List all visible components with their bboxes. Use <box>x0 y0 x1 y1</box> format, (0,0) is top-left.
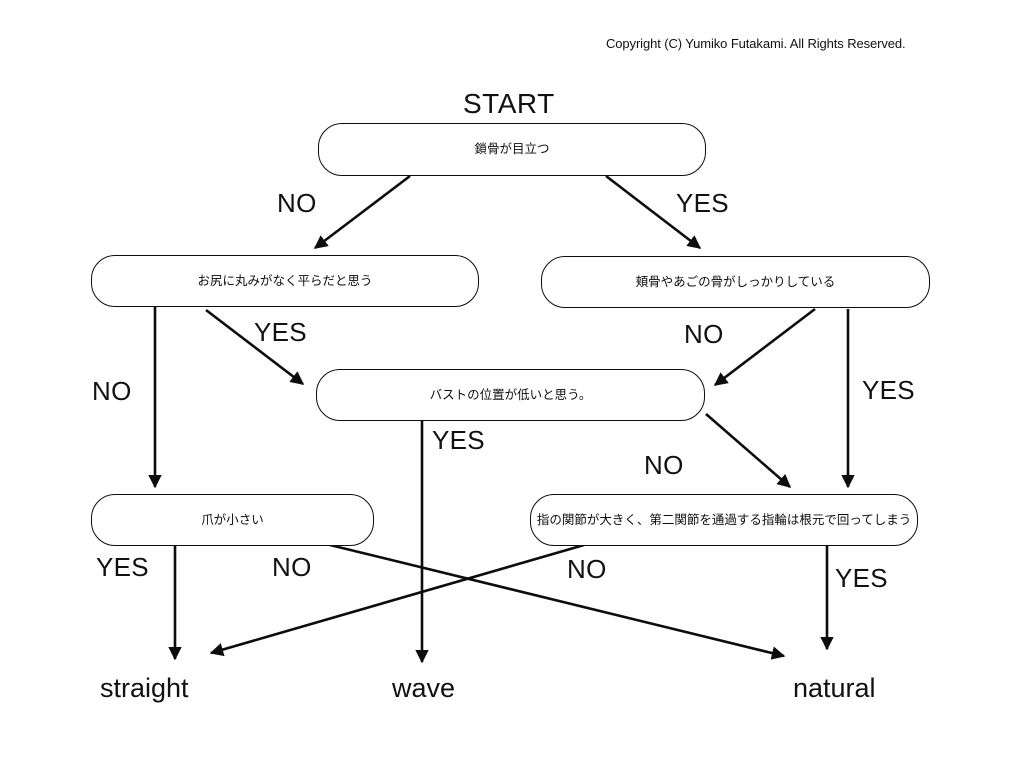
node-q2-right-bones[interactable]: 頬骨やあごの骨がしっかりしている <box>541 256 930 308</box>
edge-label-bust-yes: YES <box>432 425 485 455</box>
node-q2-left-text: お尻に丸みがなく平らだと思う <box>197 273 373 288</box>
edge-label-nail-no: NO <box>272 552 312 582</box>
edge-label-nail-yes: YES <box>96 552 149 582</box>
edge-label-q2right-no: NO <box>684 319 724 349</box>
node-q2-right-text: 頬骨やあごの骨がしっかりしている <box>635 274 836 289</box>
node-q4-finger[interactable]: 指の関節が大きく、第二関節を通過する指輪は根元で回ってしまう <box>530 494 918 546</box>
result-wave: wave <box>392 673 456 703</box>
edge-label-q2left-no: NO <box>92 376 132 406</box>
edge-label-bust-no: NO <box>644 450 684 480</box>
result-straight: straight <box>100 673 189 703</box>
edge-finger-to-straight <box>209 543 585 657</box>
node-q1-collarbone[interactable]: 鎖骨が目立つ <box>318 123 706 176</box>
node-q4-nail-text: 爪が小さい <box>201 512 264 527</box>
edge-label-finger-yes: YES <box>835 563 888 593</box>
node-q2-left-hips[interactable]: お尻に丸みがなく平らだと思う <box>91 255 479 307</box>
node-q3-bust-text: バストの位置が低いと思う。 <box>429 387 592 402</box>
copyright-notice: Copyright (C) Yumiko Futakami. All Right… <box>606 36 906 51</box>
edge-label-q1-no: NO <box>277 188 317 218</box>
node-q4-nail[interactable]: 爪が小さい <box>91 494 374 546</box>
node-q4-finger-text: 指の関節が大きく、第二関節を通過する指輪は根元で回ってしまう <box>536 512 912 527</box>
edge-label-q2right-yes: YES <box>862 375 915 405</box>
node-q3-bust[interactable]: バストの位置が低いと思う。 <box>316 369 705 421</box>
edge-nail-to-natural <box>329 543 786 660</box>
start-label: START <box>463 88 555 119</box>
node-q1-text: 鎖骨が目立つ <box>474 142 550 156</box>
edge-label-finger-no: NO <box>567 554 607 584</box>
result-natural: natural <box>793 673 876 703</box>
edge-label-q2left-yes: YES <box>254 317 307 347</box>
edge-label-q1-yes: YES <box>676 188 729 218</box>
edge-q2right-to-bust <box>713 307 816 387</box>
edge-q1-to-q2left <box>313 174 411 250</box>
edge-bust-to-finger <box>705 413 792 488</box>
